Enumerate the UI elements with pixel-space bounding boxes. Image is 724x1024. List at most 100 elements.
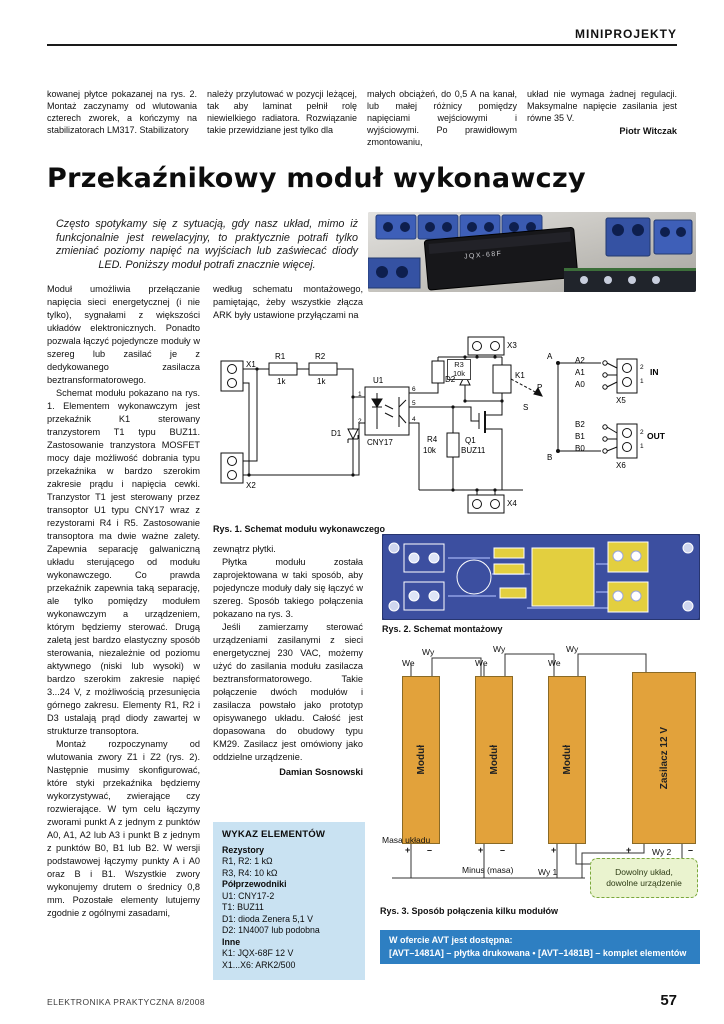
label-r3: R3: [454, 360, 464, 369]
footer-page-number: 57: [660, 992, 677, 1009]
schematic-drawing: [220, 336, 638, 514]
parts-item: R3, R4: 10 kΩ: [222, 867, 278, 878]
label-r3-box: R3 10k: [447, 359, 471, 380]
power-supply-block: Zasilacz 12 V: [632, 672, 696, 844]
label-b2: B2: [575, 420, 585, 429]
parts-list-title: WYKAZ ELEMENTÓW: [222, 829, 326, 840]
module-block-1: Moduł: [402, 676, 440, 844]
avt-offer-line2: [AVT–1481A] – płytka drukowana • [AVT–14…: [389, 948, 687, 958]
body-left-column: Moduł umożliwia przełączanie napięcia si…: [47, 283, 200, 987]
target-device-line2: dowolne urządzenie: [606, 878, 682, 888]
label-x1: X1: [246, 360, 256, 369]
label-we: We: [475, 658, 488, 668]
parts-item: T1: BUZ11: [222, 902, 264, 912]
label-x5-pin1: 1: [640, 378, 644, 385]
label-u1-pin5: 5: [412, 400, 416, 407]
label-wy2: Wy 2: [652, 847, 672, 857]
label-r4-value: 10k: [423, 446, 436, 455]
article-title: Przekaźnikowy moduł wykonawczy: [47, 163, 586, 194]
label-u1-type: CNY17: [367, 438, 393, 447]
label-r1-value: 1k: [277, 377, 286, 386]
module-block-3: Moduł: [548, 676, 586, 844]
body-paragraph: Moduł umożliwia przełączanie napięcia si…: [47, 284, 200, 385]
module-label: Moduł: [415, 745, 427, 775]
parts-list-box: WYKAZ ELEMENTÓW Rezystory R1, R2: 1 kΩ R…: [213, 822, 365, 980]
avt-offer-box: W ofercie AVT jest dostępna: [AVT–1481A]…: [380, 930, 700, 964]
label-k1: K1: [515, 371, 525, 380]
parts-item: X1...X6: ARK2/500: [222, 959, 296, 970]
module-block-2: Moduł: [475, 676, 513, 844]
minus-sign: –: [500, 845, 506, 855]
rys3-caption: Rys. 3. Sposób połączenia kilku modułów: [380, 906, 559, 916]
label-wy: Wy: [422, 647, 435, 657]
parts-item: R1, R2: 1 kΩ: [222, 856, 273, 866]
section-header: MINIPROJEKTY: [574, 27, 677, 41]
figure-connection-diagram: Moduł Moduł Moduł Zasilacz 12 V We Wy We…: [380, 644, 700, 904]
label-u1: U1: [373, 376, 384, 385]
label-a0: A0: [575, 380, 585, 389]
parts-item: U1: CNY17-2: [222, 890, 275, 901]
parts-item: D1: dioda Zenera 5,1 V: [222, 913, 313, 924]
label-x2: X2: [246, 481, 256, 490]
label-in: IN: [650, 367, 659, 377]
label-wy: Wy: [566, 644, 579, 654]
label-wy: Wy: [493, 644, 506, 654]
label-q1: Q1: [465, 436, 476, 445]
minus-sign: –: [427, 845, 433, 855]
label-x6: X6: [616, 461, 626, 470]
header-rule: [47, 44, 677, 46]
body-paragraph: według schematu montażowego, pamiętając,…: [213, 284, 363, 320]
label-r4: R4: [427, 435, 438, 444]
module-label: Moduł: [488, 745, 500, 775]
article-author: Damian Sosnowski: [279, 767, 363, 777]
intro-col-2: należy przylutować w pozycji leżącej, ta…: [207, 89, 357, 135]
label-x5-pin2: 2: [640, 364, 644, 371]
minus-sign: –: [688, 845, 694, 855]
label-we: We: [548, 658, 561, 668]
body-paragraph: Jeśli zamierzamy sterować urządzeniami z…: [213, 622, 363, 762]
label-x5: X5: [616, 396, 626, 405]
parts-group-rezystory: Rezystory: [222, 844, 265, 855]
parts-item: K1: JQX-68F 12 V: [222, 948, 294, 958]
label-r2-value: 1k: [317, 377, 326, 386]
body-paragraph: Schemat modułu pokazano na rys. 1. Eleme…: [47, 388, 200, 736]
module-label: Moduł: [561, 745, 573, 775]
plus-sign: +: [405, 845, 411, 855]
label-we: We: [402, 658, 415, 668]
body-mid-bottom: zewnątrz płytki. Płytka modułu została z…: [213, 543, 363, 779]
label-d1: D1: [331, 429, 342, 438]
body-paragraph: Montaż rozpoczynamy od wlutowania zwory …: [47, 739, 200, 918]
label-u1-pin4: 4: [412, 416, 416, 423]
label-r1: R1: [275, 352, 286, 361]
parts-group-polprzewodniki: Półprzewodniki: [222, 879, 287, 889]
label-out: OUT: [647, 431, 665, 441]
label-u1-pin2: 2: [358, 418, 362, 425]
body-mid-top: według schematu montażowego, pamiętając,…: [213, 283, 363, 322]
label-contact-a: A: [547, 352, 553, 361]
body-paragraph: Płytka modułu została zaprojektowana w t…: [213, 557, 363, 619]
footer-magazine: ELEKTRONIKA PRAKTYCZNA 8/2008: [47, 997, 206, 1007]
intro-col-4: układ nie wymaga żadnej regulacji. Maksy…: [527, 88, 677, 148]
label-x6-pin2: 2: [640, 429, 644, 436]
plus-sign: +: [626, 845, 632, 855]
label-a2: A2: [575, 356, 585, 365]
rys2-caption: Rys. 2. Schemat montażowy: [382, 624, 503, 634]
label-x3: X3: [507, 341, 517, 350]
module-photo: JQX-68F: [368, 212, 696, 292]
pcb-render: [381, 533, 701, 621]
plus-sign: +: [478, 845, 484, 855]
intro-columns: kowanej płytce pokazanej na rys. 2. Mont…: [47, 88, 677, 148]
label-a1: A1: [575, 368, 585, 377]
label-b1: B1: [575, 432, 585, 441]
label-q1-type: BUZ11: [461, 446, 486, 455]
label-u1-pin1: 1: [358, 391, 362, 398]
label-contact-b: B: [547, 453, 553, 462]
label-b0: B0: [575, 444, 585, 453]
intro-col-3: małych obciążeń, do 0,5 A na kanał, lub …: [367, 89, 517, 147]
label-x6-pin1: 1: [640, 443, 644, 450]
label-r2: R2: [315, 352, 326, 361]
avt-offer-line1: W ofercie AVT jest dostępna:: [389, 935, 513, 945]
label-r3-value: 10k: [452, 368, 466, 378]
label-minus-masa: Minus (masa): [462, 865, 514, 875]
